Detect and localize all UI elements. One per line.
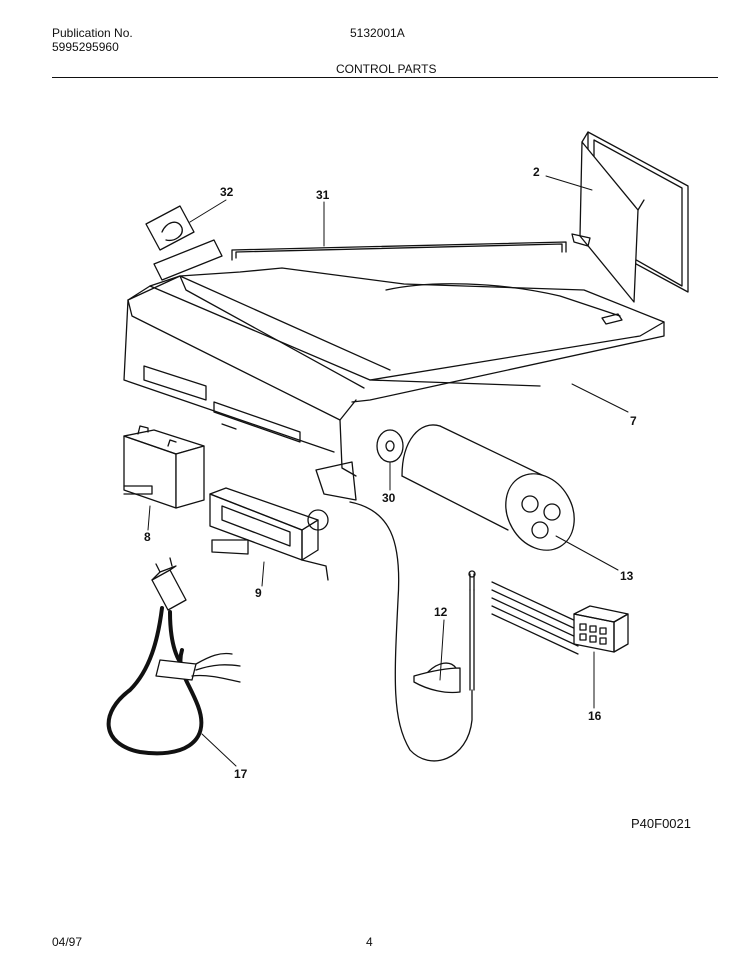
leader-lines bbox=[147, 175, 629, 767]
part-7-control-housing bbox=[123, 267, 665, 501]
header-rule bbox=[52, 77, 718, 78]
callout-17: 17 bbox=[234, 767, 248, 781]
callout-30: 30 bbox=[382, 491, 396, 505]
part-30-washer bbox=[376, 429, 404, 463]
part-32-bracket bbox=[145, 205, 223, 281]
part-2-panel bbox=[571, 131, 689, 303]
publication-label: Publication No. bbox=[52, 26, 133, 40]
callout-7: 7 bbox=[630, 414, 637, 428]
part-9-thermostat bbox=[209, 487, 329, 581]
callout-12: 12 bbox=[434, 605, 448, 619]
callout-32: 32 bbox=[220, 185, 234, 199]
part-31-rod bbox=[231, 241, 567, 261]
callout-8: 8 bbox=[144, 530, 151, 544]
part-17-power-cord bbox=[106, 557, 241, 756]
callout-13: 13 bbox=[620, 569, 634, 583]
callout-16: 16 bbox=[588, 709, 602, 723]
part-16-wire-harness bbox=[491, 581, 629, 655]
footer-date: 04/97 bbox=[52, 935, 83, 949]
callout-2: 2 bbox=[533, 165, 540, 179]
capillary-tube bbox=[349, 501, 473, 762]
section-title: CONTROL PARTS bbox=[336, 62, 437, 76]
model-number: 5132001A bbox=[350, 26, 405, 40]
figure-code: P40F0021 bbox=[631, 816, 691, 831]
part-12-clip bbox=[413, 570, 476, 694]
callout-9: 9 bbox=[255, 586, 262, 600]
part-13-capacitor bbox=[401, 424, 575, 551]
part-8-switch bbox=[123, 425, 205, 509]
publication-number: 5995295960 bbox=[52, 40, 119, 54]
page-number: 4 bbox=[366, 935, 373, 949]
callout-31: 31 bbox=[316, 188, 330, 202]
